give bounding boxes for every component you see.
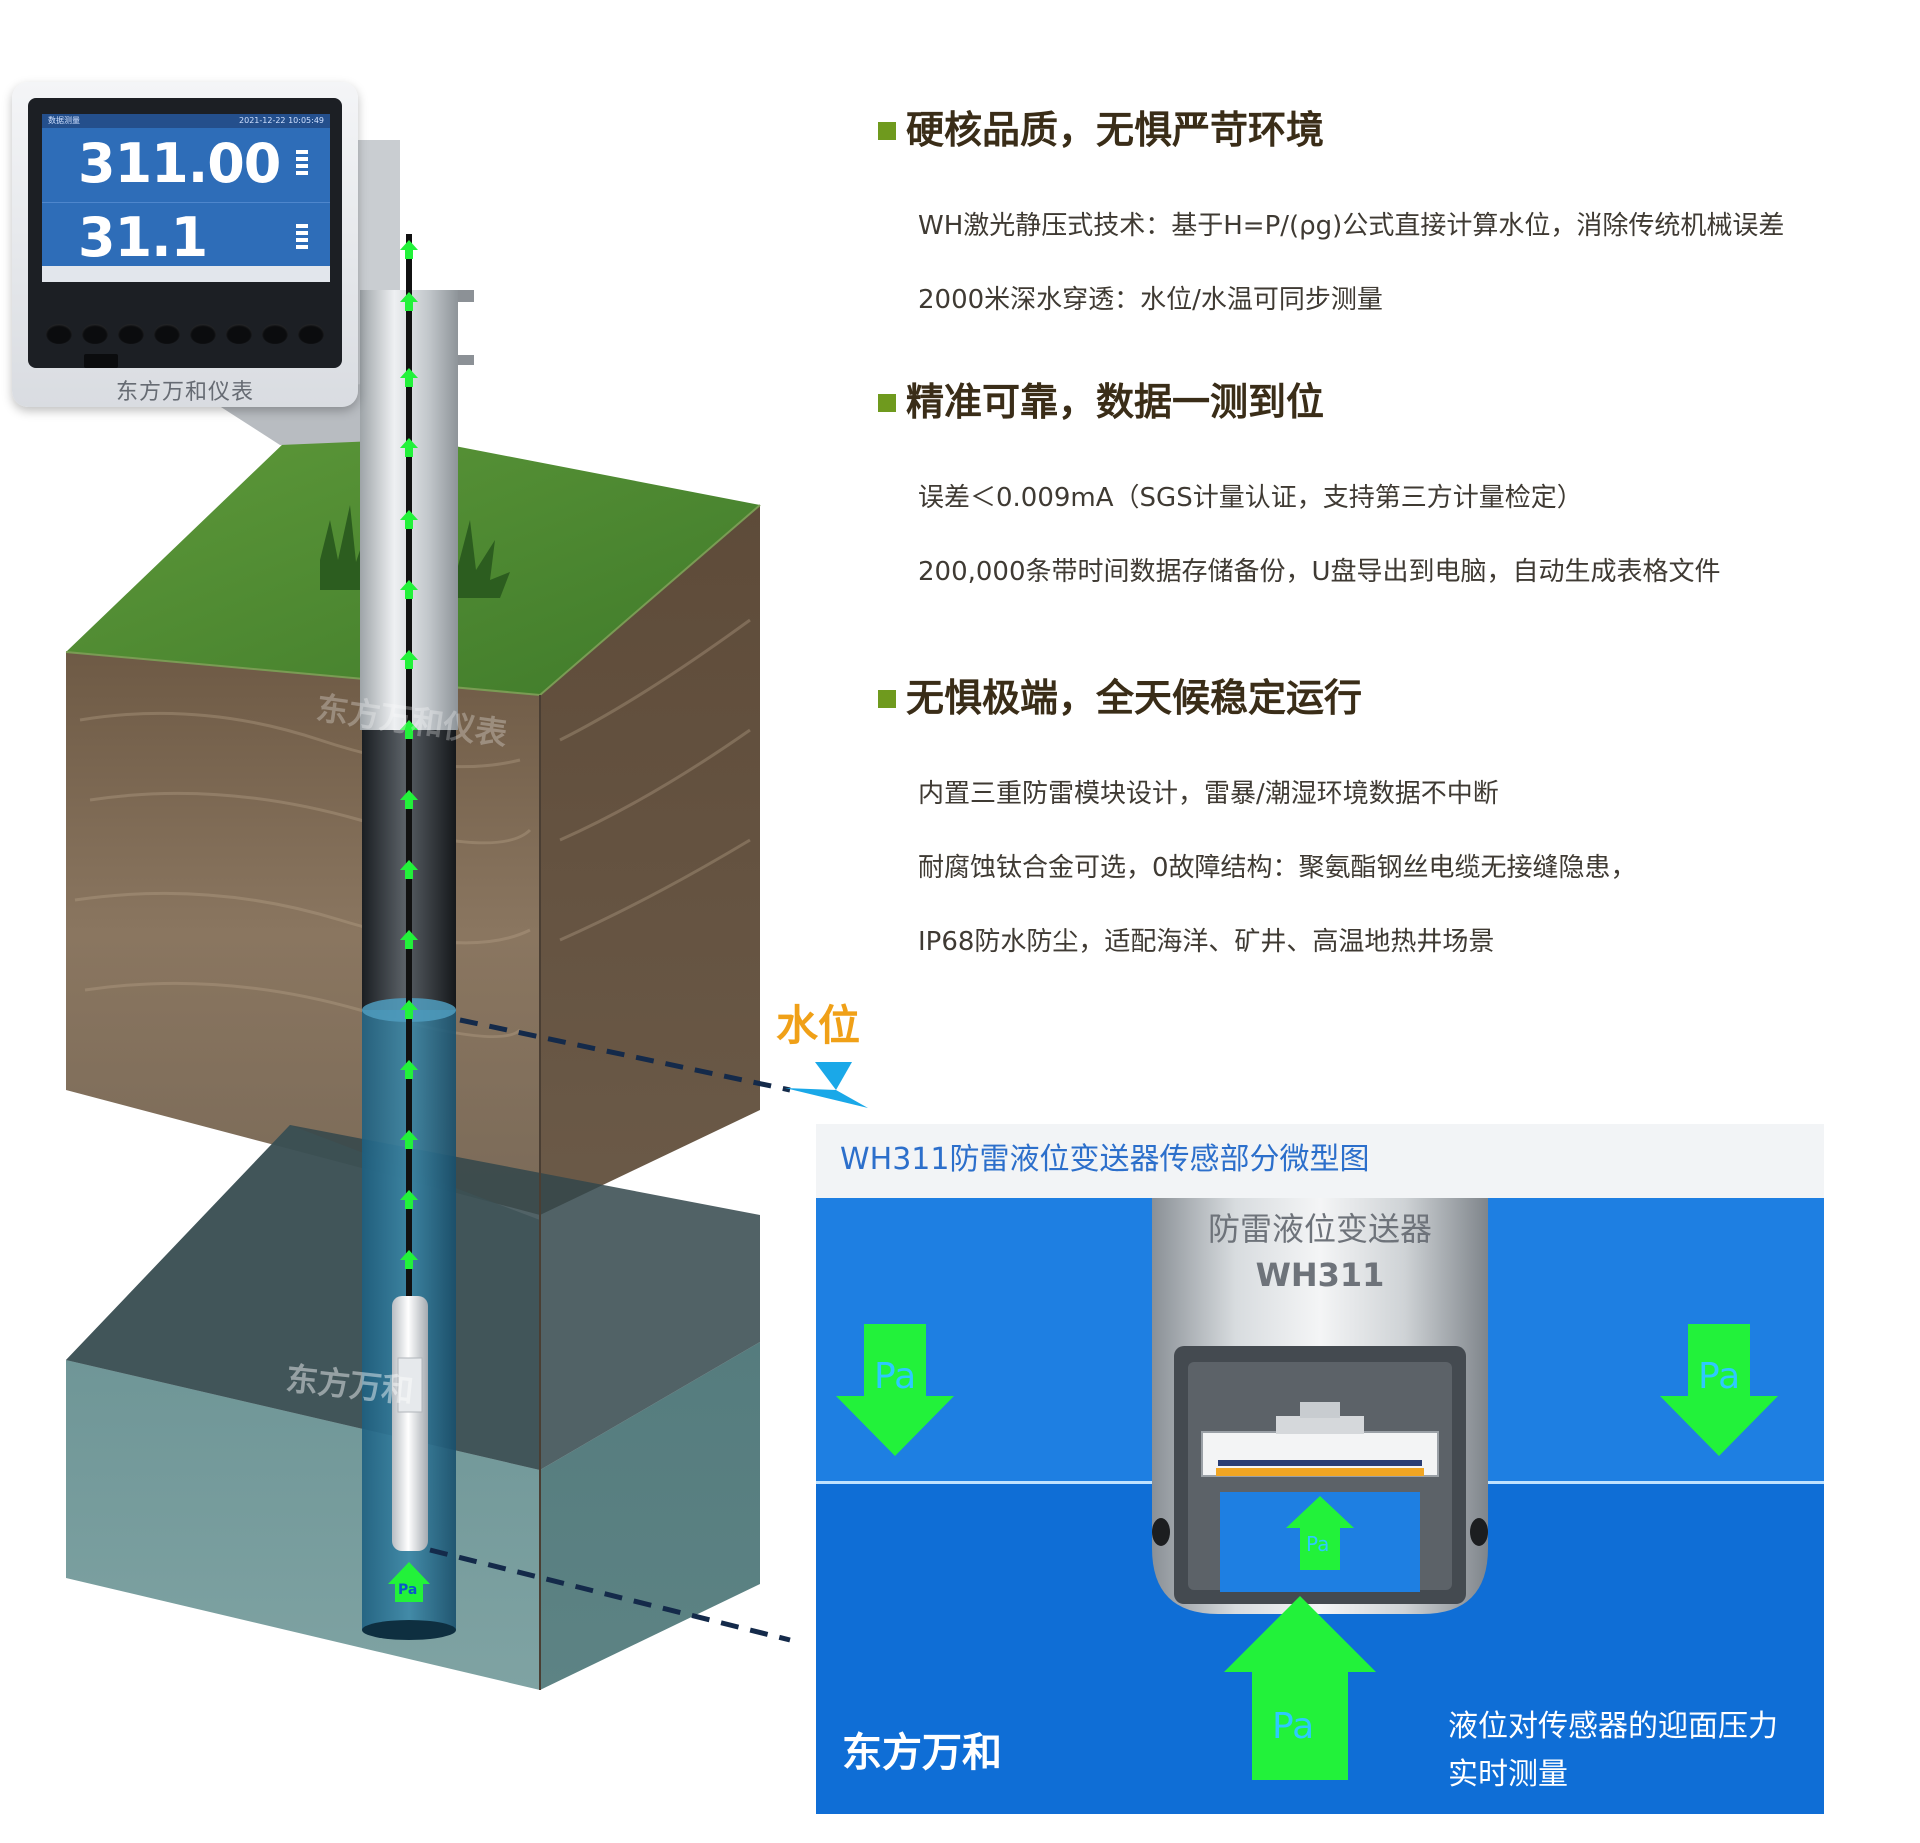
cable-arrow-shaft — [405, 1139, 413, 1149]
cable-arrow-icon — [400, 368, 418, 378]
panel-brand: 东方万和 — [842, 1730, 1002, 1776]
cable-arrow-shaft — [405, 1009, 413, 1019]
channel-row: 311.00 — [42, 128, 330, 203]
sensor-micro-diagram: WH311防雷液位变送器传感部分微型图 — [816, 1124, 1824, 1814]
paperless-recorder-display: 数据测量 2021-12-22 10:05:49 311.00 31.1 东方万… — [12, 82, 358, 407]
cable-arrow-shaft — [405, 869, 413, 879]
cable-arrow-icon — [400, 240, 418, 250]
cable-arrow-icon — [400, 292, 418, 302]
pressure-arrow-right — [1660, 1324, 1778, 1456]
feature-bullet — [878, 394, 896, 412]
hardware-button[interactable] — [190, 324, 216, 344]
hardware-button[interactable] — [226, 324, 252, 344]
pressure-label: Pa — [1306, 1532, 1330, 1556]
aquifer-side-face — [540, 1342, 760, 1690]
cable-arrow-shaft — [405, 659, 413, 669]
cable-arrow-icon — [400, 860, 418, 870]
cable-arrow-icon — [400, 438, 418, 448]
water-level-marker — [785, 1088, 868, 1108]
cable-arrow-icon — [400, 790, 418, 800]
usb-port — [84, 354, 118, 368]
cable-arrow-icon — [400, 1190, 418, 1200]
cable-arrow-icon — [400, 510, 418, 520]
cable-arrow-shaft — [405, 939, 413, 949]
feature-title: 无惧极端，全天候稳定运行 — [906, 676, 1363, 720]
sensor-leader — [429, 1547, 791, 1643]
pressure-label: Pa — [874, 1356, 917, 1397]
reading-value: 311.00 — [78, 132, 281, 195]
display-bezel: 数据测量 2021-12-22 10:05:49 311.00 31.1 — [28, 98, 342, 368]
water-level-leader — [459, 1017, 791, 1093]
water-level-label: 水位 — [776, 1001, 861, 1050]
status-bar-datetime: 2021-12-22 10:05:49 — [239, 116, 324, 125]
menu-bars-icon — [296, 150, 308, 178]
cable-arrow-shaft — [405, 1259, 413, 1269]
channel-row: 31.1 — [42, 202, 330, 277]
pressure-label: Pa — [1272, 1706, 1315, 1747]
pressure-arrow-left — [836, 1324, 954, 1456]
panel-note: 实时测量 — [1448, 1757, 1568, 1792]
cable-arrow-icon — [400, 1000, 418, 1010]
cable-arrow-shaft — [405, 1069, 413, 1079]
soil-side-face — [540, 505, 760, 1215]
feature-line: 200,000条带时间数据存储备份，U盘导出到电脑，自动生成表格文件 — [918, 557, 1721, 587]
cable-arrow-icon — [400, 720, 418, 730]
cable-arrow-icon — [400, 580, 418, 590]
submersible-sensor — [392, 1296, 428, 1551]
menu-bars-icon — [296, 224, 308, 252]
feature-line: IP68防水防尘，适配海洋、矿井、高温地热井场景 — [918, 927, 1495, 957]
pressure-arrow-bottom — [1224, 1596, 1376, 1780]
pressure-label: Pa — [1698, 1356, 1741, 1397]
hardware-button[interactable] — [154, 324, 180, 344]
cable-arrow-icon — [400, 650, 418, 660]
cable-arrow-icon — [400, 1060, 418, 1070]
cable-arrow-shaft — [405, 249, 413, 259]
cable-arrow-shaft — [405, 1199, 413, 1209]
cable-arrow-shaft — [405, 447, 413, 457]
cable-arrow-shaft — [405, 519, 413, 529]
panel-title: WH311防雷液位变送器传感部分微型图 — [840, 1142, 1370, 1177]
pressure-label-small: Pa — [398, 1582, 418, 1598]
cable-arrow-icon — [400, 1130, 418, 1140]
cable-arrow-shaft — [405, 729, 413, 739]
hardware-button[interactable] — [118, 324, 144, 344]
pressure-arrow-small — [388, 1562, 430, 1602]
feature-title: 硬核品质，无惧严苛环境 — [906, 108, 1325, 152]
cable-arrow-shaft — [405, 589, 413, 599]
panel-note: 液位对传感器的迎面压力 — [1448, 1709, 1778, 1744]
hardware-button[interactable] — [298, 324, 324, 344]
feature-bullet — [878, 122, 896, 140]
sensor-model: WH311 — [1255, 1256, 1385, 1294]
reading-value: 31.1 — [78, 206, 208, 269]
cable-arrow-shaft — [405, 377, 413, 387]
cable-arrow-shaft — [405, 301, 413, 311]
feature-title: 精准可靠，数据一测到位 — [906, 380, 1325, 424]
feature-line: 耐腐蚀钛合金可选，0故障结构：聚氨酯钢丝电缆无接缝隐患， — [918, 853, 1637, 883]
feature-line: 内置三重防雷模块设计，雷暴/潮湿环境数据不中断 — [918, 779, 1499, 809]
sensor-cross-section — [836, 1198, 1778, 1780]
sensor-name: 防雷液位变送器 — [1207, 1210, 1432, 1248]
cable-arrow-icon — [400, 1250, 418, 1260]
status-bar-title: 数据测量 — [48, 116, 80, 125]
hardware-button[interactable] — [46, 324, 72, 344]
cable-arrow-shaft — [405, 799, 413, 809]
cable-arrow-icon — [400, 930, 418, 940]
feature-line: 误差＜0.009mA（SGS计量认证，支持第三方计量检定） — [918, 483, 1583, 513]
softkey-bar — [42, 266, 330, 282]
status-bar: 数据测量 2021-12-22 10:05:49 — [42, 114, 330, 128]
monitor-brand: 东方万和仪表 — [115, 380, 254, 405]
feature-line: WH激光静压式技术：基于H=P/(ρg)公式直接计算水位，消除传统机械误差 — [918, 211, 1785, 241]
display-screen: 数据测量 2021-12-22 10:05:49 311.00 31.1 — [42, 114, 330, 282]
hardware-button[interactable] — [82, 324, 108, 344]
hardware-button[interactable] — [262, 324, 288, 344]
pressure-arrow-inner — [1286, 1496, 1354, 1570]
feature-bullet — [878, 690, 896, 708]
feature-line: 2000米深水穿透：水位/水温可同步测量 — [918, 285, 1383, 315]
